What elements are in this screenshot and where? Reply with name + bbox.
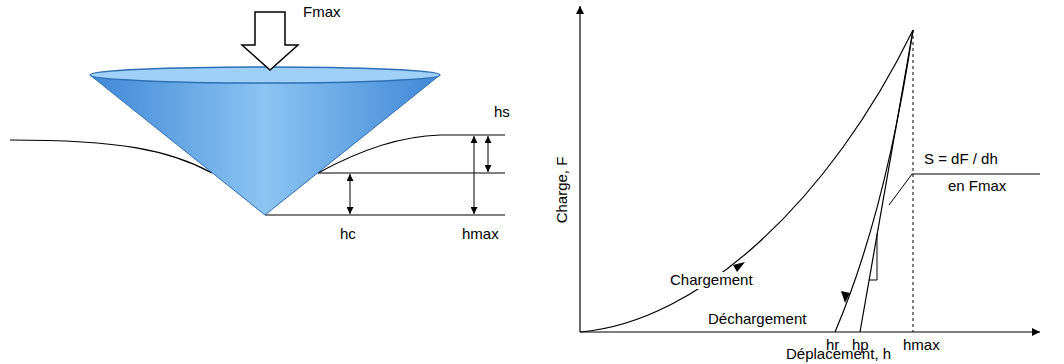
dimension-arrow [488,136,489,172]
tangent-line [860,30,913,332]
cone-indenter [90,75,440,215]
dimension-arrow [474,136,475,214]
slope-triangle [869,234,877,280]
dimension-arrow [350,174,351,214]
axis-title: Charge, F [554,157,571,224]
x-axis [580,331,1040,332]
tick-label: hmax [903,337,940,354]
dimension-label: hmax [462,226,499,243]
force-label: Fmax [303,4,341,21]
cone-top [90,67,440,83]
max-line [913,30,914,332]
loading-curve [580,30,913,332]
curve-arrow [841,291,850,303]
load-arrow [242,12,298,70]
y-axis [579,6,580,332]
unloading-curve [835,30,913,332]
level-line [265,215,505,216]
leader-line [889,174,1040,205]
annotation-text: S = dF / dh [924,151,998,168]
dimension-label: hs [494,104,510,121]
level-line [318,173,505,174]
curve-arrow [733,262,745,272]
dimension-label: hc [340,226,356,243]
axis-title: Déplacement, h [786,346,891,363]
curve-label: Chargement [668,272,755,289]
curve-label: Déchargement [706,311,808,328]
annotation-text: en Fmax [948,178,1006,195]
level-line [440,135,505,136]
